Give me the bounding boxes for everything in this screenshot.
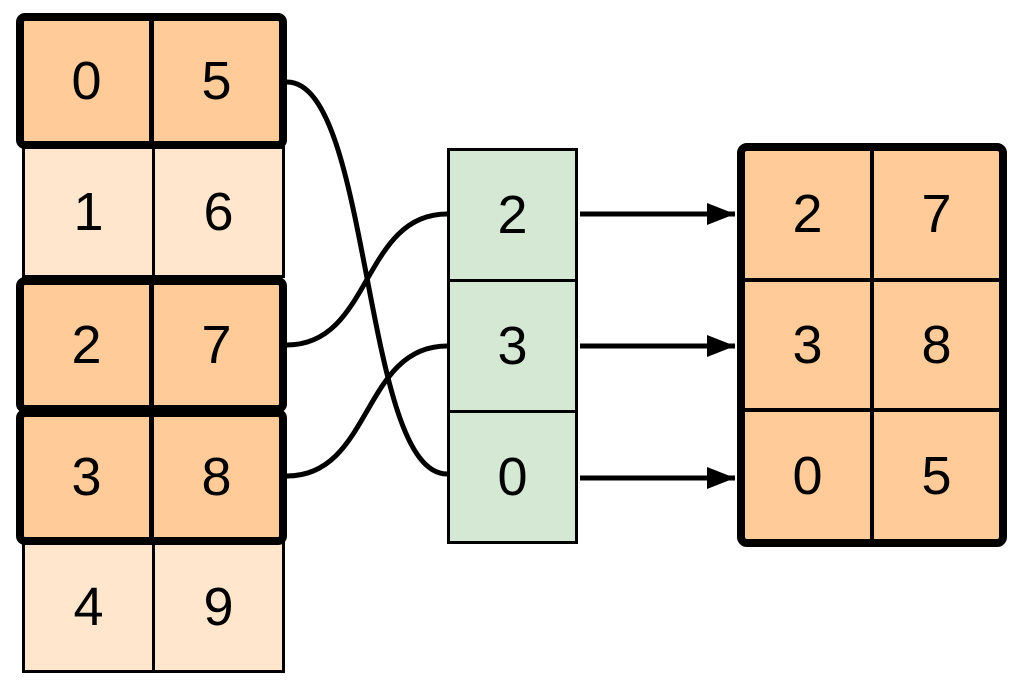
curve-source-row3-to-index3 (286, 343, 448, 479)
source-cell-0-0: 0 (24, 21, 154, 141)
result-cell-2-0: 0 (745, 412, 874, 540)
source-cell-4-1: 9 (203, 577, 234, 637)
source-row-4: 4 9 (22, 541, 285, 673)
result-cell-0-0: 2 (745, 151, 874, 278)
source-cell-1-1: 6 (203, 182, 234, 242)
curve-source-row0-to-index0 (286, 79, 448, 477)
source-cell-0-1: 5 (201, 51, 232, 111)
source-cell-1-0: 1 (25, 149, 155, 275)
result-row-0: 2 7 (745, 151, 999, 278)
source-cell-3-1: 8 (201, 447, 232, 507)
source-row-0: 0 5 (16, 13, 287, 149)
source-cell-2-1: 7 (201, 315, 232, 375)
result-row-1: 3 8 (745, 277, 999, 409)
result-row-2: 0 5 (745, 408, 999, 540)
result-cell-2-1: 5 (921, 445, 952, 506)
source-row-2: 2 7 (16, 277, 287, 413)
source-cell-2-0: 2 (24, 285, 154, 405)
index-table: 2 3 0 (447, 148, 578, 544)
source-cell-4-0: 4 (25, 544, 155, 670)
source-row-3: 3 8 (16, 409, 287, 545)
source-cell-3-0: 3 (24, 417, 154, 537)
source-row-1: 1 6 (22, 146, 285, 278)
curve-source-row2-to-index2 (286, 211, 448, 348)
index-cell-1: 3 (450, 279, 575, 410)
index-cell-2: 0 (450, 410, 575, 541)
result-table: 2 7 3 8 0 5 (737, 143, 1007, 547)
index-cell-0: 2 (497, 185, 528, 245)
result-cell-1-0: 3 (745, 281, 874, 409)
result-cell-0-1: 7 (921, 184, 952, 245)
result-cell-1-1: 8 (921, 315, 952, 375)
